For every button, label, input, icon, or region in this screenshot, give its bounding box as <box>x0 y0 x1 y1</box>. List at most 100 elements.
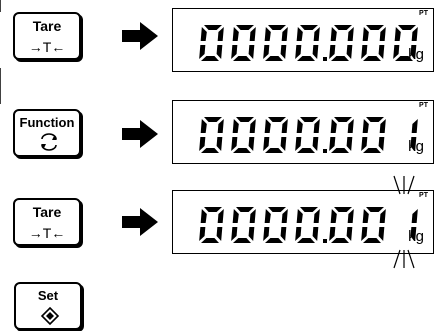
lcd-segment-b <box>411 119 418 133</box>
lcd-segment-d <box>297 56 315 61</box>
set-key-label: Set <box>37 288 59 303</box>
lcd-segment-c <box>280 137 287 151</box>
lcd-digits <box>199 117 418 153</box>
lcd-segment-e <box>231 137 238 151</box>
cycle-arrows-icon <box>41 133 57 151</box>
lcd-segment-d <box>201 56 219 61</box>
unit-label: kg <box>408 46 424 63</box>
lcd-segment-c <box>248 227 255 241</box>
diamond-set-icon <box>40 306 60 326</box>
lcd-digit <box>231 25 256 61</box>
lcd-digit <box>361 25 386 61</box>
decimal-point <box>323 239 327 243</box>
lcd-segment-b <box>281 209 288 223</box>
lcd-segment-f <box>330 209 337 223</box>
lcd-segment-c <box>216 227 223 241</box>
lcd-segment-d <box>395 56 413 61</box>
lcd-segment-f <box>362 119 369 133</box>
lcd-segment-f <box>200 119 207 133</box>
lcd-segment-d <box>297 148 315 153</box>
lcd-segment-b <box>379 119 386 133</box>
lcd-segment-e <box>329 227 336 241</box>
function-key-label: Function <box>19 115 75 130</box>
lcd-digits <box>199 25 418 61</box>
lcd-segment-b <box>217 209 224 223</box>
lcd-digit <box>263 207 288 243</box>
lcd-segment-b <box>313 27 320 41</box>
tare-key-1[interactable]: Tare →T← <box>13 12 81 60</box>
unit-label: kg <box>408 138 424 155</box>
tare-key-label: Tare <box>32 204 62 220</box>
right-arrow-icon <box>122 208 158 236</box>
lcd-segment-c <box>280 227 287 241</box>
tare-key-label: Tare <box>32 18 62 34</box>
lcd-segment-c <box>312 45 319 59</box>
lcd-segment-d <box>363 238 381 243</box>
lcd-display-1: PT kg <box>172 8 434 72</box>
lcd-segment-f <box>200 27 207 41</box>
lcd-segment-a <box>300 207 318 212</box>
right-arrow-icon <box>122 120 158 148</box>
lcd-segment-e <box>361 45 368 59</box>
lcd-segment-b <box>281 119 288 133</box>
lcd-segment-f <box>394 27 401 41</box>
lcd-display-2: PT kg <box>172 100 434 164</box>
lcd-segment-f <box>296 27 303 41</box>
lcd-segment-d <box>233 56 251 61</box>
lcd-segment-e <box>231 227 238 241</box>
lcd-digit <box>295 25 320 61</box>
lcd-segment-d <box>265 56 283 61</box>
lcd-segment-a <box>236 117 254 122</box>
lcd-segment-b <box>249 27 256 41</box>
lcd-segment-c <box>312 137 319 151</box>
lcd-segment-a <box>398 25 416 30</box>
lcd-segment-d <box>233 148 251 153</box>
pt-indicator: PT <box>419 102 428 109</box>
lcd-segment-e <box>329 45 336 59</box>
lcd-segment-c <box>410 227 417 241</box>
lcd-segment-b <box>347 119 354 133</box>
lcd-segment-f <box>264 209 271 223</box>
tare-icon: →T← <box>28 39 66 55</box>
lcd-digits <box>199 207 418 243</box>
set-key[interactable]: Set <box>14 282 82 330</box>
lcd-segment-b <box>217 119 224 133</box>
lcd-segment-a <box>204 207 222 212</box>
lcd-segment-e <box>199 227 206 241</box>
lcd-digit <box>199 25 224 61</box>
lcd-segment-e <box>295 45 302 59</box>
lcd-segment-b <box>411 27 418 41</box>
lcd-segment-d <box>201 238 219 243</box>
lcd-segment-c <box>280 45 287 59</box>
lcd-segment-c <box>248 45 255 59</box>
lcd-segment-a <box>268 25 286 30</box>
lcd-segment-c <box>346 227 353 241</box>
lcd-digit <box>295 207 320 243</box>
lcd-digit <box>329 117 354 153</box>
pt-indicator: PT <box>419 192 428 199</box>
lcd-digit <box>410 119 418 151</box>
lcd-display-3: PT kg <box>172 190 434 254</box>
lcd-segment-a <box>366 117 384 122</box>
lcd-segment-e <box>263 45 270 59</box>
lcd-segment-f <box>232 209 239 223</box>
lcd-digit <box>361 117 386 153</box>
lcd-segment-e <box>199 45 206 59</box>
lcd-segment-c <box>216 45 223 59</box>
lcd-segment-d <box>363 148 381 153</box>
tare-key-2[interactable]: Tare →T← <box>13 198 81 246</box>
lcd-segment-a <box>334 117 352 122</box>
lcd-digit <box>199 117 224 153</box>
lcd-segment-b <box>411 209 418 223</box>
lcd-segment-b <box>217 27 224 41</box>
lcd-digit <box>410 209 418 241</box>
lcd-segment-b <box>313 119 320 133</box>
lcd-segment-d <box>363 56 381 61</box>
lcd-digit <box>231 207 256 243</box>
lcd-segment-b <box>313 209 320 223</box>
lcd-segment-d <box>331 56 349 61</box>
function-key[interactable]: Function <box>13 109 81 157</box>
lcd-segment-d <box>265 148 283 153</box>
lcd-segment-f <box>296 119 303 133</box>
lcd-segment-b <box>379 209 386 223</box>
